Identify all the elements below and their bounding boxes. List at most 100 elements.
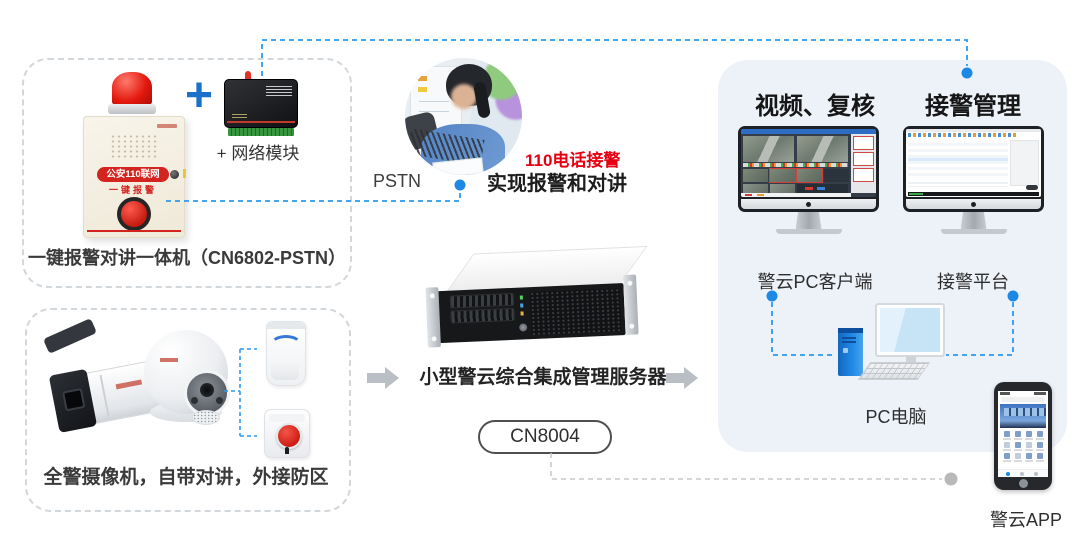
device-body: 公安110联网 一键报警 xyxy=(83,116,186,238)
dome-lens-icon xyxy=(200,383,214,397)
server-grille xyxy=(450,307,515,324)
video-thumb xyxy=(743,184,768,193)
camera-brand-mark xyxy=(115,379,143,390)
rack-ear xyxy=(425,287,441,348)
network-module-caption: + 网络模块 xyxy=(216,144,300,163)
camera-lens-icon xyxy=(62,387,86,412)
surveillance-screen xyxy=(741,129,876,197)
strobe-light-icon xyxy=(112,72,152,105)
pstn-red-note: 110电话接警 xyxy=(525,151,621,170)
monitor-base xyxy=(775,229,842,234)
camera-front xyxy=(48,368,98,433)
video-thumb xyxy=(770,184,795,193)
camera-box-caption: 全警摄像机，自带对讲，外接防区 xyxy=(43,467,329,488)
speaker-grille-icon xyxy=(110,134,158,160)
status-bar xyxy=(741,193,851,197)
server-front-face xyxy=(437,283,626,344)
server-vent-field xyxy=(529,288,622,336)
client-label: 警云PC客户端 xyxy=(757,272,873,292)
monitor-frame xyxy=(738,126,879,212)
selected-row xyxy=(908,158,1008,161)
camera-seam xyxy=(99,374,110,417)
pir-top xyxy=(267,322,305,329)
panic-button-red-icon xyxy=(276,423,302,449)
panic-button-image xyxy=(264,409,310,458)
brand-mark xyxy=(157,124,177,128)
alarm-table xyxy=(908,140,1008,178)
camera-lens-icon xyxy=(170,170,179,179)
dome-speaker-grille xyxy=(192,410,220,425)
pc-monitor-stand xyxy=(906,356,916,364)
network-module-image xyxy=(224,71,298,138)
rack-ear xyxy=(622,274,639,335)
pir-sensor-image xyxy=(266,321,306,386)
device-sub-label: 一键报警 xyxy=(108,185,157,195)
monitor-chin xyxy=(741,199,876,209)
webcam-dot-icon xyxy=(806,201,811,207)
module-print xyxy=(266,85,292,96)
toolbar-icons xyxy=(908,133,1018,137)
server-power-knob xyxy=(519,323,528,332)
video-pane xyxy=(797,136,848,162)
connector-dot-gray xyxy=(944,472,958,486)
server-led-column xyxy=(519,295,524,322)
monitor-frame xyxy=(903,126,1044,212)
dome-brand-mark xyxy=(160,358,178,362)
channel-strip xyxy=(743,163,848,167)
device-side-tab xyxy=(183,169,186,178)
webcam-dot-icon xyxy=(971,201,976,207)
photo-person-face xyxy=(451,84,477,109)
action-pill xyxy=(1026,185,1038,190)
monitor-base xyxy=(940,229,1007,234)
timeline-bar xyxy=(908,192,1039,196)
phone-image xyxy=(994,382,1052,490)
pc-keyboard xyxy=(857,362,931,380)
app-banner-image xyxy=(1000,404,1046,428)
screen-titlebar xyxy=(741,129,876,134)
app-navbar xyxy=(998,469,1048,477)
monitor-dispatch xyxy=(903,126,1044,234)
photo-map xyxy=(486,62,522,122)
detail-sidebar xyxy=(1010,140,1039,186)
panic-button-keyhole xyxy=(285,447,289,454)
server-grille xyxy=(449,292,515,309)
pc-screen xyxy=(880,308,940,352)
server-caption: 小型警云综合集成管理服务器 xyxy=(419,367,667,388)
strobe-base xyxy=(108,104,156,114)
event-info-panel xyxy=(797,184,848,193)
pstn-label: PSTN xyxy=(373,171,422,191)
video-pane xyxy=(743,136,794,162)
monitor-stand xyxy=(795,212,822,229)
terminal-strip xyxy=(228,128,294,136)
flow-arrow-icon xyxy=(666,367,700,389)
app-screen xyxy=(998,391,1048,477)
ir-led-icon xyxy=(216,397,223,404)
alert-card xyxy=(853,152,874,166)
app-statusbar xyxy=(1000,392,1046,395)
platform-label: 接警平台 xyxy=(937,272,1009,292)
alert-card xyxy=(853,136,874,150)
pstn-bold-note: 实现报警和对讲 xyxy=(487,173,627,195)
dispatch-screen xyxy=(906,129,1041,197)
module-print-2 xyxy=(232,113,247,118)
lower-table xyxy=(908,180,1008,187)
ir-led-icon xyxy=(191,397,198,404)
video-thumb xyxy=(796,168,823,183)
alert-sidebar xyxy=(851,134,876,193)
app-icon-grid xyxy=(998,428,1048,465)
operator-photo xyxy=(405,58,522,175)
alarm-box-caption: 一键报警对讲一体机（CN6802-PSTN） xyxy=(28,248,347,268)
flow-arrow-icon xyxy=(367,367,401,389)
module-accent-line xyxy=(227,121,295,123)
connector-dot xyxy=(454,179,466,191)
monitor-surveillance xyxy=(738,126,879,234)
module-body xyxy=(224,79,298,128)
video-thumb xyxy=(769,168,796,183)
monitor-chin xyxy=(906,199,1041,209)
video-thumb-empty xyxy=(824,169,849,182)
pc-label: PC电脑 xyxy=(865,407,927,427)
alarm-management-heading: 接警管理 xyxy=(925,93,1021,120)
connector-server-to-app xyxy=(550,453,942,480)
video-review-heading: 视频、复核 xyxy=(755,93,875,120)
